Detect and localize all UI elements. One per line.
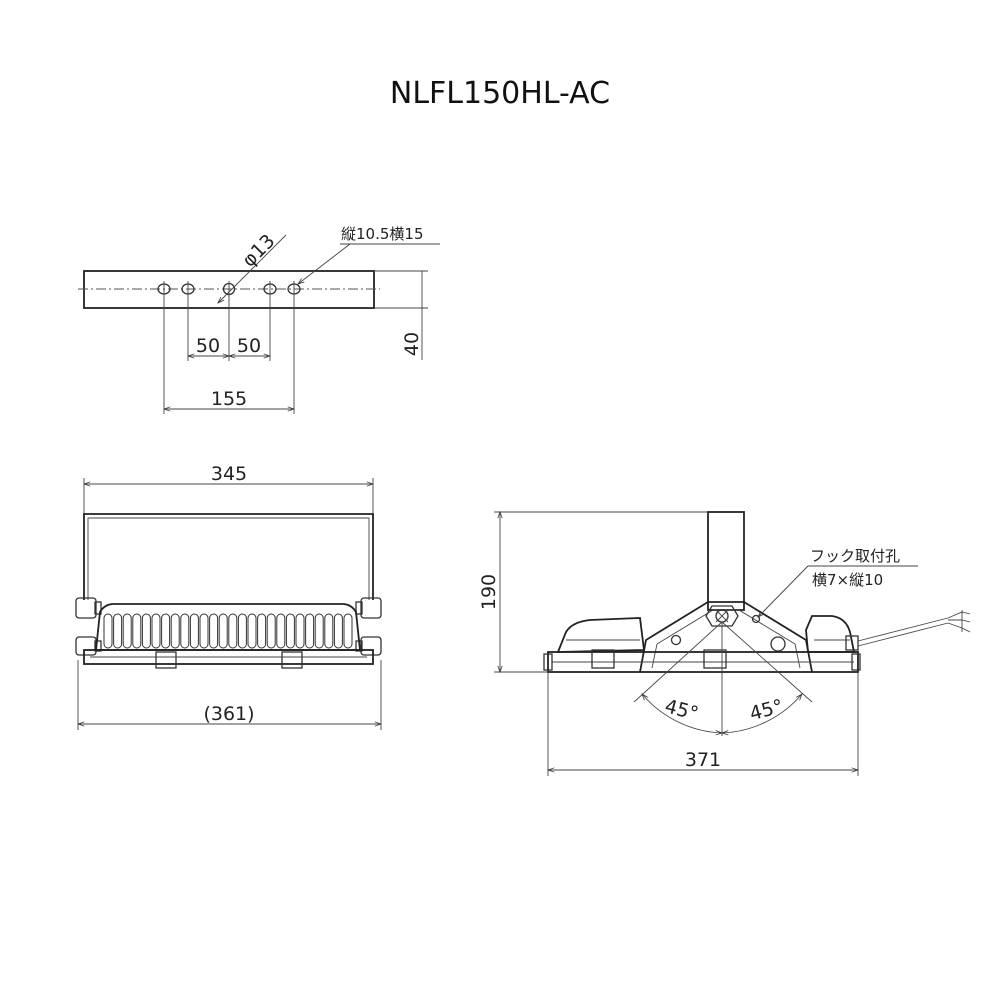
top-view: φ13 縦10.5横15 50 50 155 40 xyxy=(78,225,440,414)
angle-arc-left xyxy=(642,694,722,733)
heatsink-fin xyxy=(237,613,247,649)
cable-gland xyxy=(845,635,859,651)
heatsink-fin xyxy=(122,613,132,649)
drawing-title: NLFL150HL-AC xyxy=(390,76,610,111)
heatsink-fin xyxy=(151,613,161,649)
power-cable xyxy=(857,617,949,642)
cable-wire-ends xyxy=(947,610,971,633)
mounting-holes xyxy=(157,281,301,297)
end-cap xyxy=(543,653,553,671)
front-width-label: 345 xyxy=(211,463,247,485)
heatsink-fin xyxy=(161,613,171,649)
angle-arc-right xyxy=(722,694,802,733)
heatsink-fin xyxy=(247,613,257,649)
hook-note-line1: フック取付孔 xyxy=(810,547,900,565)
end-cap xyxy=(851,653,861,671)
heatsink-fin xyxy=(132,613,142,649)
side-base-frame xyxy=(547,651,859,673)
height-label: 40 xyxy=(401,332,423,356)
heatsink-fin xyxy=(343,613,353,649)
front-view: 345 (361) xyxy=(75,463,382,730)
hole-dia-label: φ13 xyxy=(238,230,280,272)
heatsink-fins xyxy=(103,613,353,649)
heatsink-fin xyxy=(276,613,286,649)
heatsink-fin xyxy=(141,613,151,649)
front-overall-width-label: (361) xyxy=(203,703,254,725)
base-clip xyxy=(155,651,177,669)
heatsink-fin xyxy=(180,613,190,649)
heatsink-fin xyxy=(189,613,199,649)
housing-front xyxy=(805,615,856,653)
pitch-left-label: 50 xyxy=(196,335,220,357)
mounting-arm xyxy=(707,511,745,611)
hook-note-line2: 横7×縦10 xyxy=(812,571,883,589)
adjust-hole xyxy=(670,634,682,646)
front-base-frame xyxy=(83,649,374,665)
base-clip xyxy=(703,649,727,669)
heatsink-fin xyxy=(218,613,228,649)
adjust-knob xyxy=(770,636,786,652)
heatsink-fin xyxy=(314,613,324,649)
pivot-bolt xyxy=(705,605,739,627)
heatsink-fin xyxy=(333,613,343,649)
side-height-label: 190 xyxy=(478,574,500,610)
angle-left-label: 45° xyxy=(662,695,700,725)
base-clip xyxy=(591,649,615,669)
heatsink-fin xyxy=(257,613,267,649)
heatsink-body xyxy=(95,603,361,651)
heatsink-fin xyxy=(295,613,305,649)
slot-note-leader xyxy=(298,243,351,284)
side-depth-label: 371 xyxy=(685,749,721,771)
hole-dia-leader xyxy=(218,234,287,303)
housing-rear xyxy=(556,617,646,653)
hook-hole xyxy=(751,614,761,624)
heatsink-fin xyxy=(209,613,219,649)
pitch-right-label: 50 xyxy=(237,335,261,357)
heatsink-fin xyxy=(103,613,113,649)
heatsink-fin xyxy=(228,613,238,649)
side-view: 190 xyxy=(478,511,971,776)
heatsink-fin xyxy=(305,613,315,649)
hook-note-leader xyxy=(758,565,809,617)
angle-right-label: 45° xyxy=(747,695,785,725)
span-label: 155 xyxy=(211,388,247,410)
front-bracket xyxy=(83,513,374,600)
heatsink-fin xyxy=(199,613,209,649)
heatsink-fin xyxy=(113,613,123,649)
base-clip xyxy=(281,651,303,669)
heatsink-fin xyxy=(285,613,295,649)
heatsink-fin xyxy=(324,613,334,649)
heatsink-fin xyxy=(170,613,180,649)
heatsink-fin xyxy=(266,613,276,649)
side-knob-right xyxy=(355,597,382,656)
slot-note-label: 縦10.5横15 xyxy=(341,225,424,243)
